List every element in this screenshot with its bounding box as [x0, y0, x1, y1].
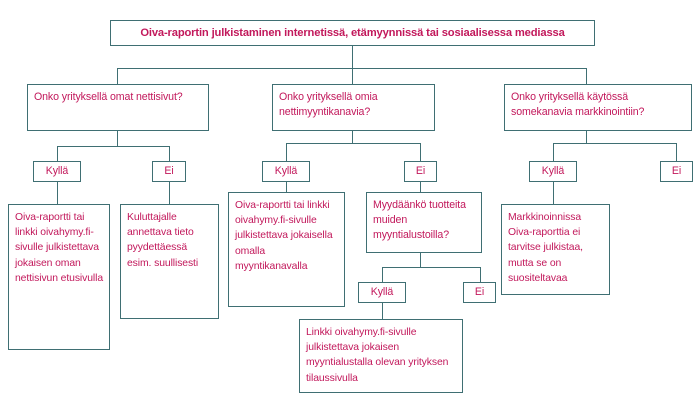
connector-right-question-down — [586, 131, 588, 144]
outcome-social-media-yes: Markkinoinnissa Oiva-raporttia ei tarvit… — [501, 204, 610, 295]
outcome-own-website-yes: Oiva-raportti tai linkki oivahymy.fi-siv… — [8, 204, 110, 350]
connector-bus-to-middle-question — [352, 68, 354, 84]
connector-middle-question-down — [352, 131, 354, 144]
label-middle-no: Ei — [404, 161, 437, 182]
label-right-no: Ei — [660, 161, 693, 182]
connector-left-to-no — [169, 146, 171, 161]
connector-middle-yes-to-outcome — [286, 182, 288, 192]
question-other-platforms: Myydäänkö tuotteita muiden myyntialustoi… — [366, 192, 482, 253]
diagram-title-box: Oiva-raportin julkistaminen internetissä… — [110, 20, 595, 46]
label-sub-no: Ei — [463, 282, 496, 303]
connector-subquestion-down — [420, 253, 422, 268]
question-social-media: Onko yrityksellä käytössä somekanavia ma… — [504, 84, 692, 131]
connector-left-no-to-outcome — [169, 182, 171, 204]
connector-middle-to-no — [420, 143, 422, 161]
connector-sub-to-yes — [382, 267, 384, 282]
connector-middle-split-bus — [286, 143, 421, 145]
label-middle-yes: Kyllä — [262, 161, 310, 182]
connector-left-question-down — [117, 131, 119, 147]
question-own-sales-channels: Onko yrityksellä omia nettimyyntikanavia… — [272, 84, 435, 131]
question-own-website: Onko yrityksellä omat nettisivut? — [27, 84, 209, 131]
connector-right-to-yes — [553, 143, 555, 161]
connector-right-split-bus — [553, 143, 677, 145]
outcome-other-platforms-yes: Linkki oivahymy.fi-sivulle julkistettava… — [299, 319, 463, 393]
connector-main-bus — [117, 68, 586, 70]
connector-left-split-bus — [57, 146, 170, 148]
connector-middle-no-to-subquestion — [420, 182, 422, 192]
connector-middle-to-yes — [286, 143, 288, 161]
label-right-yes: Kyllä — [529, 161, 577, 182]
connector-right-yes-to-outcome — [553, 182, 555, 204]
connector-right-to-no — [676, 143, 678, 161]
connector-left-to-yes — [57, 146, 59, 161]
connector-bus-to-right-question — [586, 68, 588, 84]
outcome-own-sales-channels-yes: Oiva-raportti tai linkki oivahymy.fi-siv… — [228, 192, 345, 307]
label-left-no: Ei — [152, 161, 186, 182]
connector-sub-yes-to-outcome — [382, 303, 384, 319]
connector-sub-to-no — [480, 267, 482, 282]
label-sub-yes: Kyllä — [358, 282, 406, 303]
connector-sub-split-bus — [382, 267, 481, 269]
connector-left-yes-to-outcome — [57, 182, 59, 204]
outcome-own-website-no: Kuluttajalle annettava tieto pyydettäess… — [120, 204, 219, 319]
connector-bus-to-left-question — [117, 68, 119, 84]
label-left-yes: Kyllä — [33, 161, 81, 182]
